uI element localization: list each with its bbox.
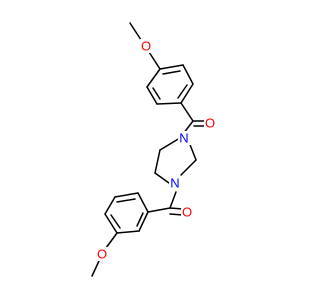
- bond-ring-carbonyl-top: [180, 102, 194, 122]
- bond-diazepane-2: [154, 149, 161, 174]
- bond-carbonyl-double-bottom-a: [169, 207, 184, 210]
- bond-diazepane-1: [159, 137, 181, 151]
- bond-ring-top-2: [182, 64, 194, 85]
- bond-diazepane-3: [154, 172, 170, 184]
- molecule-structure: O O N N O O: [91, 22, 216, 277]
- bonds: [91, 22, 208, 277]
- methoxy-oxygen-top: O: [140, 39, 152, 54]
- bond-carbonyl-double-bottom-b: [169, 213, 184, 216]
- bond-ring-bottom-inner-2: [110, 214, 121, 229]
- atom-label-o-top: O: [141, 39, 151, 54]
- methoxy-oxygen-bottom: O: [96, 247, 108, 262]
- atom-label-o-carbonyl-top: O: [205, 116, 215, 131]
- atom-labels: O O N N O O: [96, 39, 216, 262]
- bond-ring-top-inner-1: [162, 70, 181, 75]
- bond-ring-top-4: [156, 102, 182, 105]
- bond-ring-bottom-inner-3: [136, 212, 144, 227]
- atom-label-n-top: N: [179, 131, 188, 146]
- carbonyl-oxygen-bottom: O: [181, 205, 193, 220]
- bond-ring-o-bottom: [105, 232, 118, 249]
- bond-o-methyl-bottom: [91, 260, 100, 277]
- bond-ring-bottom-5: [116, 230, 140, 234]
- bond-carbonyl-ring-bottom: [147, 207, 171, 213]
- bond-o-ring-top: [148, 51, 161, 70]
- bond-ring-top-1: [159, 64, 184, 70]
- bond-ring-bottom-6: [138, 211, 149, 232]
- bond-ring-top-inner-2: [177, 84, 188, 99]
- atom-label-n-bottom: N: [170, 176, 179, 191]
- bond-ring-top-3: [180, 83, 194, 104]
- atom-label-o-bottom: O: [97, 247, 107, 262]
- bond-ring-bottom-inner-1: [116, 198, 136, 203]
- amide-nitrogen-top: N: [178, 131, 191, 146]
- bond-ring-bottom-1: [137, 192, 149, 213]
- bond-ring-top-5: [146, 86, 158, 105]
- bond-ring-bottom-2: [114, 192, 139, 198]
- bond-ring-bottom-4: [104, 213, 118, 234]
- carbonyl-oxygen-top: O: [204, 116, 216, 131]
- bond-ring-bottom-3: [104, 196, 116, 215]
- amide-nitrogen-bottom: N: [169, 176, 182, 191]
- bond-diazepane-4: [180, 159, 197, 176]
- bond-n-carbonyl-bottom: [169, 191, 177, 209]
- atom-label-o-carbonyl-bottom: O: [182, 205, 192, 220]
- bond-ring-top-6: [146, 68, 161, 88]
- bond-ring-top-inner-3: [152, 87, 161, 100]
